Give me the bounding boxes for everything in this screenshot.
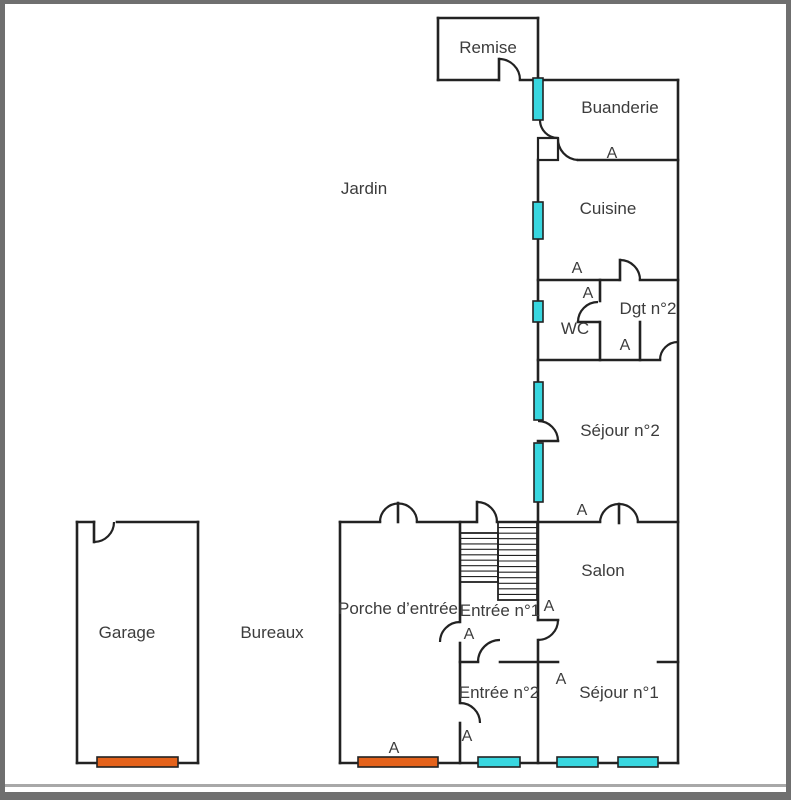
room-label-entree-n2: Entrée n°2 [459, 683, 540, 702]
annotation-letter: A [464, 626, 475, 643]
annotation-letter: A [462, 728, 473, 745]
exterior-door [96, 756, 179, 768]
annotation-letter: A [572, 260, 583, 277]
room-label-jardin: Jardin [341, 179, 387, 198]
annotation-letter: A [544, 598, 555, 615]
annotation-letter: A [577, 502, 588, 519]
annotation-letter: A [620, 337, 631, 354]
door-swing-arc [476, 638, 501, 663]
frame-border-bottom [0, 792, 791, 800]
room-label-buanderie: Buanderie [581, 98, 659, 117]
door-swing-arc [93, 521, 116, 544]
room-label-entree-n1: Entrée n°1 [460, 601, 541, 620]
staircase-flight [459, 532, 499, 583]
room-label-cuisine: Cuisine [580, 199, 637, 218]
window [532, 300, 544, 323]
room-label-garage: Garage [99, 623, 156, 642]
annotation-letter: A [607, 145, 618, 162]
door-swing-arc [459, 701, 482, 724]
exterior-door [357, 756, 439, 768]
door-swing-arc [598, 502, 640, 524]
annotation-letter: A [389, 740, 400, 757]
door-swing-arc [537, 619, 560, 642]
door-swing-arc [498, 57, 522, 81]
room-label-sejour-n2: Séjour n°2 [580, 421, 660, 440]
door-swing-arc [619, 258, 642, 281]
window [617, 756, 659, 768]
door-swing-arc [438, 620, 461, 643]
room-label-porche: Porche d’entrée [338, 599, 458, 618]
door-swing-arc [538, 119, 559, 140]
door-swing-arc [576, 300, 599, 323]
room-label-salon: Salon [581, 561, 624, 580]
wall-post [536, 136, 560, 162]
room-label-remise: Remise [459, 38, 517, 57]
ground-line [5, 784, 786, 787]
window [533, 381, 544, 421]
window [532, 77, 544, 121]
annotation-letter: A [583, 285, 594, 302]
door-swing-arc [476, 500, 499, 523]
window [532, 201, 544, 240]
door-swing-arc [658, 340, 679, 361]
window [556, 756, 599, 768]
annotation-letter: A [556, 671, 567, 688]
frame-border-left [0, 0, 5, 800]
door-swing-arc [556, 137, 579, 162]
window [533, 442, 544, 503]
room-label-sejour-n1: Séjour n°1 [579, 683, 659, 702]
door-swing-arc [537, 419, 560, 442]
frame-border-right [786, 0, 791, 800]
door-swing-arc [378, 502, 419, 523]
room-label-dgt-n2: Dgt n°2 [620, 299, 677, 318]
room-label-wc: WC [561, 319, 589, 338]
frame-border-top [0, 0, 791, 4]
room-label-bureaux: Bureaux [240, 623, 304, 642]
window [477, 756, 521, 768]
